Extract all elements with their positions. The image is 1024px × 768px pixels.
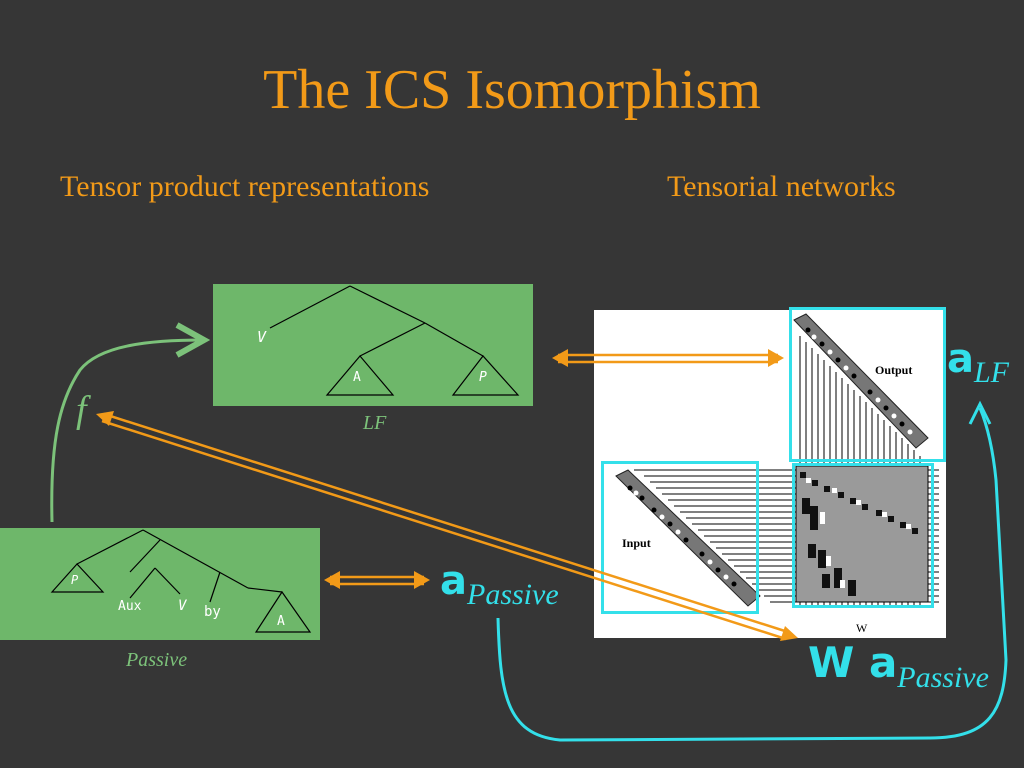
a-lf-base: a (947, 336, 974, 382)
a-passive-label: aPassive (440, 558, 559, 612)
a-passive-base: a (440, 558, 467, 604)
w-a-passive-label: W aPassive (808, 638, 989, 695)
tree-edge (269, 285, 351, 329)
function-f-label: f (76, 389, 87, 431)
tree-edge (129, 567, 156, 599)
passive-caption: Passive (126, 649, 188, 671)
f-mapping-arrow (50, 340, 204, 523)
subtree-triangle-p (451, 355, 520, 396)
weight-highlight-box (792, 463, 934, 608)
passive-leaf-p: P (71, 573, 79, 587)
lf-leaf-a: A (353, 370, 361, 385)
passive-tree-panel: P Aux V by A (0, 528, 320, 640)
subtree-triangle-p (50, 563, 105, 593)
curve-arrowhead (968, 400, 992, 425)
subtree-triangle-a (325, 355, 395, 396)
slide-title: The ICS Isomorphism (263, 59, 761, 121)
tree-edge (247, 587, 283, 593)
output-highlight-box (789, 307, 946, 462)
a-passive-subscript: Passive (467, 578, 559, 611)
tree-edge (209, 571, 221, 603)
tree-edge (349, 285, 426, 324)
w-symbol: W (808, 638, 855, 687)
passive-to-a-arrow (324, 571, 430, 589)
w-a-base: a (868, 638, 898, 687)
passive-leaf-aux: Aux (118, 599, 142, 614)
passive-tree-diagram: P Aux V by A (50, 529, 312, 633)
tree-edge (154, 567, 181, 595)
tree-edge (129, 539, 161, 573)
output-label: Output (875, 363, 912, 377)
a-lf-subscript: LF (974, 356, 1010, 389)
lf-tree-panel: V A P (213, 284, 533, 406)
right-heading: Tensorial networks (667, 170, 896, 203)
input-highlight-box (601, 461, 759, 614)
left-heading: Tensor product representations (60, 170, 430, 203)
tree-edge (359, 322, 426, 357)
w-a-subscript: Passive (897, 661, 989, 694)
tree-edge (142, 529, 249, 589)
lf-tree-diagram: V A P (257, 285, 520, 396)
a-lf-label: aLF (947, 336, 1009, 390)
passive-leaf-by: by (204, 604, 221, 620)
lf-caption: LF (363, 412, 387, 434)
passive-leaf-v: V (178, 598, 188, 614)
weight-label: W (856, 621, 868, 635)
tree-edge (424, 322, 484, 357)
tree-edge (76, 529, 144, 565)
lf-leaf-p: P (479, 370, 487, 385)
passive-leaf-a: A (277, 614, 285, 629)
lf-leaf-v: V (257, 328, 267, 346)
